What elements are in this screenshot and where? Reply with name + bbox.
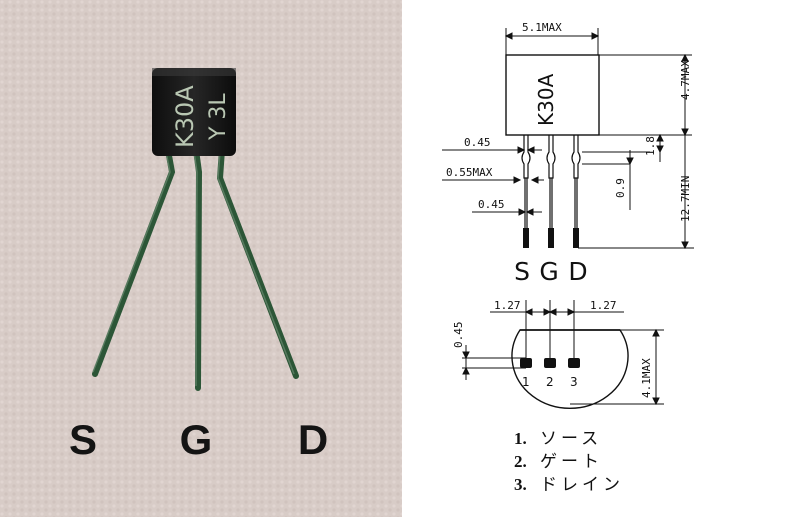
legend-row-1: 1. ソース (514, 428, 602, 450)
photo-pin-label-d: D (297, 416, 329, 463)
drawing-pin-label-g: G (539, 257, 559, 286)
dim-shoulder-offset: 0.9 (614, 178, 627, 198)
legend-row-2: 2. ゲート (514, 451, 603, 473)
bottom-view-outline (511, 329, 629, 409)
package-drawing: 5.1MAX 4.7MAX 0.45 0.55MAX 0.45 1.8 0.9 … (402, 0, 794, 517)
dim-body-height: 4.7MAX (679, 60, 692, 100)
dim-depth: 4.1MAX (640, 358, 653, 398)
photo-pin-label-s: S (68, 416, 97, 463)
dimension-drawing: 5.1MAX 4.7MAX 0.45 0.55MAX 0.45 1.8 0.9 … (442, 21, 694, 409)
dim-pitch-left: 1.27 (494, 299, 521, 312)
legend-name: ゲート (540, 452, 603, 472)
dim-body-width: 5.1MAX (522, 21, 562, 34)
photo-pin-label-g: G (179, 416, 213, 463)
legend-num: 1. (514, 429, 527, 448)
dim-lead-shoulder: 0.55MAX (446, 166, 493, 179)
bottom-pin-number-3: 3 (570, 375, 578, 389)
legend-row-3: 3. ドレイン (514, 474, 624, 496)
legend-num: 3. (514, 475, 527, 494)
lead-drain (216, 147, 299, 379)
dim-lead-width-top: 0.45 (464, 136, 491, 149)
bottom-pin-number-2: 2 (546, 375, 554, 389)
photo-marking-line1: K30A (171, 85, 199, 148)
dim-pitch-right: 1.27 (590, 299, 617, 312)
drawing-body-marking: K30A (534, 73, 558, 126)
drawing-leads (521, 135, 581, 228)
lead-source (92, 147, 176, 377)
dim-shoulder-height: 1.8 (644, 136, 657, 156)
legend-name: ドレイン (540, 475, 624, 495)
photo-illustration: K30A Y 3L (0, 0, 402, 517)
dim-lead-width-bottom: 0.45 (478, 198, 505, 211)
photo-marking-line2: Y 3L (206, 93, 231, 141)
photo-leads (92, 147, 299, 391)
drawing-body (505, 54, 600, 136)
bottom-pin-number-1: 1 (522, 375, 530, 389)
legend-name: ソース (540, 429, 603, 449)
dim-lead-length: 12.7MIN (679, 176, 692, 222)
lead-gate (193, 147, 203, 391)
drawing-pin-label-d: D (568, 257, 588, 286)
dim-flat-offset: 0.45 (452, 322, 465, 349)
drawing-pin-label-s: S (514, 257, 530, 286)
transistor-photo: K30A Y 3L S G D (0, 0, 402, 517)
transistor-body: K30A Y 3L (152, 68, 236, 156)
legend-num: 2. (514, 452, 527, 471)
